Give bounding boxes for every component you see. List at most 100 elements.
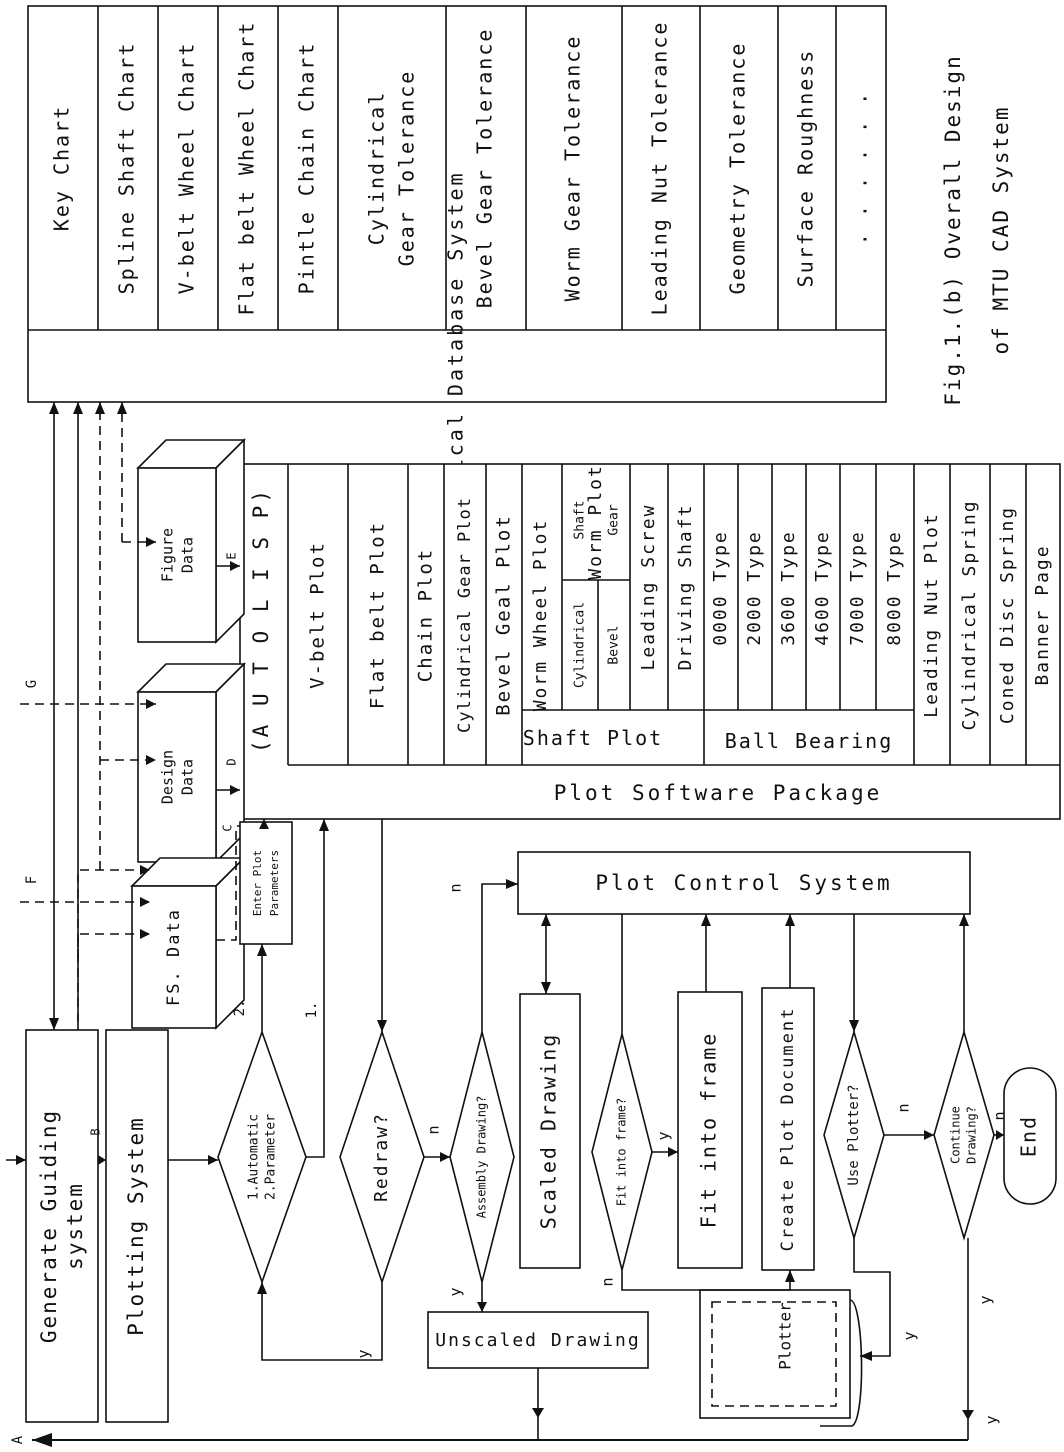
shaft-sub-label: Shaft (573, 500, 588, 539)
shaft-plot-label: Shaft Plot (523, 726, 663, 750)
label-G: G (24, 680, 40, 688)
label-A: A (10, 1435, 26, 1444)
autolisp-label: (A U T O L I S P) (249, 487, 273, 753)
plot-item-flatbelt: Flat belt Plot (367, 521, 389, 709)
mode-line-1: 1.Automatic (247, 1114, 262, 1200)
label-B: B (89, 1128, 103, 1135)
figure-data-line-2: Data (179, 537, 197, 573)
enter-plot-parameters-box: Enter Plot Parameters (240, 822, 292, 944)
use-plotter-decision: Use Plotter? (824, 1032, 884, 1238)
label-assembly-y: y (447, 1287, 465, 1296)
create-plot-document-box: Create Plot Document (762, 988, 814, 1270)
plot-control-system-box: Plot Control System (518, 852, 970, 914)
plot-item-cylindrical-gear: Cylindrical Gear Plot (455, 497, 475, 733)
db-item-9: Leading Nut Tolerance (648, 21, 672, 316)
db-item-5: Cylindrical (365, 91, 389, 245)
assembly-label: Assembly Drawing? (475, 1096, 489, 1219)
leading-screw-label: Leading Screw (638, 504, 659, 671)
db-item-11: Surface Roughness (794, 49, 818, 288)
label-continue-y: y (977, 1295, 995, 1304)
label-redraw-y: y (355, 1349, 373, 1358)
bearing-type-5: 8000 Type (884, 530, 905, 646)
db-item-1: Spline Shaft Chart (115, 42, 139, 295)
mode-decision: 1.Automatic 2.Parameter (218, 1032, 306, 1282)
ball-bearing-label: Ball Bearing (725, 729, 894, 753)
unscaled-drawing-label: Unscaled Drawing (435, 1330, 640, 1351)
db-item-4: Pintle Chain Chart (295, 42, 319, 295)
use-plotter-label: Use Plotter? (846, 1084, 862, 1185)
caption-line-1: Fig.1.(b) Overall Design (941, 54, 965, 405)
cylindrical-spring-label: Cylindrical Spring (959, 499, 980, 730)
fit-question-label: Fit into frame? (615, 1098, 629, 1206)
figure-caption: Fig.1.(b) Overall Design of MTU CAD Syst… (941, 54, 1013, 405)
generate-line-2: system (63, 1182, 87, 1270)
label-C: C (221, 824, 235, 831)
label-plotter-y: y (901, 1331, 919, 1340)
label-bottom-y: y (983, 1415, 1001, 1424)
fs-data-store: FS. Data (132, 858, 244, 1028)
generate-line-1: Generate Guiding (37, 1109, 61, 1343)
bevel-sub-label: Bevel (607, 625, 622, 664)
fit-into-frame-box: Fit into frame (678, 992, 742, 1268)
plot-item-chain: Chain Plot (415, 548, 437, 682)
plotter-label: Plotter (776, 1302, 795, 1370)
figure-data-line-1: Figure (159, 528, 177, 582)
worm-plot-label: Worm Plot (585, 464, 606, 580)
bearing-type-0: 0000 Type (710, 530, 731, 646)
plot-item-vbelt: V-belt Plot (307, 541, 329, 689)
db-item-0: Key Chart (50, 105, 74, 231)
driving-shaft-label: Driving Shaft (675, 504, 696, 671)
end-terminator: End (1004, 1068, 1056, 1204)
label-E: E (225, 552, 239, 559)
label-plotter-n: n (895, 1103, 913, 1112)
db-item-6: Gear Tolerance (395, 70, 419, 267)
db-item-12: . . . . . . (848, 91, 872, 245)
plotting-system-label: Plotting System (124, 1116, 148, 1336)
plot-item-worm-wheel: Worm Wheel Plot (530, 519, 551, 712)
scaled-drawing-label: Scaled Drawing (537, 1033, 561, 1230)
caption-line-2: of MTU CAD System (989, 106, 1013, 355)
end-label: End (1017, 1115, 1041, 1157)
scaled-drawing-box: Scaled Drawing (520, 994, 580, 1268)
label-fit-y: y (655, 1131, 673, 1140)
redraw-decision: Redraw? (340, 1032, 424, 1282)
plot-package-title: Plot Software Package (554, 781, 883, 805)
plotter-icon: Plotter (700, 1290, 862, 1426)
label-F: F (24, 876, 40, 884)
unscaled-drawing-box: Unscaled Drawing (428, 1312, 648, 1368)
db-item-8: Worm Gear Tolerance (561, 35, 585, 302)
label-assembly-n: n (447, 883, 465, 892)
db-item-10: Geometry Tolerance (726, 42, 750, 295)
continue-line-2: Drawing? (965, 1106, 979, 1164)
plot-software-package: (A U T O L I S P) Plot Software Package … (240, 464, 1060, 819)
label-D: D (225, 758, 239, 765)
plot-control-label: Plot Control System (595, 871, 892, 895)
bearing-type-2: 3600 Type (778, 530, 799, 646)
plotting-system-box: Plotting System (106, 1030, 168, 1422)
fit-into-frame-decision: Fit into frame? (592, 1034, 652, 1270)
continue-drawing-decision: Continue Drawing? (934, 1032, 994, 1238)
design-data-line-1: Design (159, 750, 177, 804)
banner-page-label: Banner Page (1032, 544, 1053, 685)
fs-data-label: FS. Data (164, 908, 184, 1006)
generate-guiding-system-box: Generate Guiding system (26, 1030, 98, 1422)
label-2: 2. (232, 1000, 248, 1017)
continue-line-1: Continue (949, 1106, 963, 1164)
coned-disc-spring-label: Coned Disc Spring (997, 506, 1018, 724)
bearing-type-3: 4600 Type (812, 530, 833, 646)
assembly-decision: Assembly Drawing? (450, 1032, 514, 1282)
bearing-type-1: 2000 Type (744, 530, 765, 646)
db-item-2: V-belt Wheel Chart (175, 42, 199, 295)
db-item-7: Bevel Gear Tolerance (473, 28, 497, 309)
label-1: 1. (304, 1002, 320, 1019)
db-item-3: Flat belt Wheel Chart (235, 21, 259, 316)
mode-line-2: 2.Parameter (264, 1114, 279, 1200)
create-plot-document-label: Create Plot Document (778, 1007, 798, 1252)
leading-nut-plot-label: Leading Nut Plot (921, 512, 942, 717)
label-fit-n: n (599, 1277, 617, 1286)
design-data-line-2: Data (179, 759, 197, 795)
label-redraw-n: n (425, 1125, 443, 1134)
bearing-type-4: 7000 Type (847, 530, 868, 646)
gear-sub-label: Gear (607, 504, 622, 535)
